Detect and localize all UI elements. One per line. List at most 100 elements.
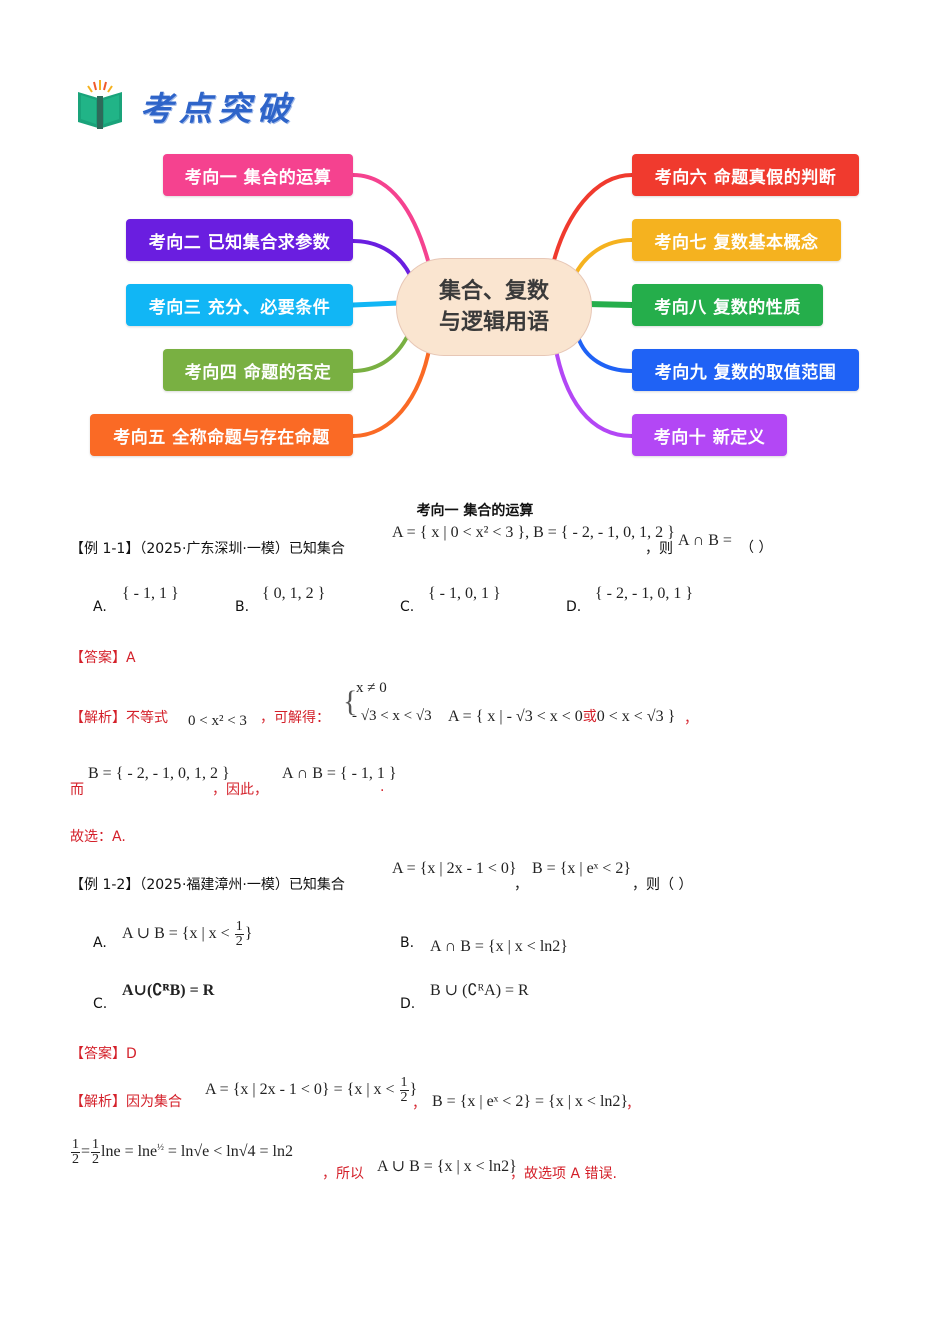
answer-value: A [126, 650, 136, 666]
option-d-value: B ∪ (∁ᴿA) = R [430, 982, 529, 999]
mindmap-node-5[interactable]: 考向五 全称命题与存在命题 [90, 414, 353, 456]
union-result: A ∪ B = {x | x < ln2} [377, 1158, 517, 1175]
mindmap-node-1[interactable]: 考向一 集合的运算 [163, 154, 353, 196]
while-text: 而 [70, 782, 84, 798]
ln-chain-rest: = ln√e < ln√4 = ln2 [163, 1143, 293, 1161]
set-a-result-post: 0 < x < √3 } [596, 708, 676, 725]
mindmap-node-label: 考向五 全称命题与存在命题 [113, 427, 330, 448]
mindmap-node-3[interactable]: 考向三 充分、必要条件 [126, 284, 353, 326]
denominator: 2 [235, 934, 243, 949]
analysis-text: 因为集合 [126, 1094, 182, 1110]
mindmap-connectors [350, 173, 635, 438]
answer-line: 【答案】D [70, 1043, 137, 1063]
analysis-text: 不等式 [126, 710, 168, 726]
mindmap-node-7[interactable]: 考向七 复数基本概念 [632, 219, 841, 261]
option-c-value: { - 1, 0, 1 } [428, 585, 501, 602]
example-tag: 【例 1-2】 [70, 877, 140, 893]
mindmap-node-9[interactable]: 考向九 复数的取值范围 [632, 349, 859, 391]
comma: ， [626, 1096, 640, 1112]
intersection-result: A ∩ B = { - 1, 1 } [282, 765, 397, 782]
option-a-letter[interactable]: A. [93, 599, 107, 615]
equals: = [81, 1143, 91, 1161]
set-a-expr: A = { x | 0 < x² < 3 } [392, 524, 526, 541]
system-line-1: x ≠ 0 [356, 680, 387, 696]
option-c-value: A∪(∁ᴿB) = R [122, 982, 215, 999]
mindmap-node-label: 考向六 命题真假的判断 [654, 167, 837, 188]
mindmap-node-4[interactable]: 考向四 命题的否定 [163, 349, 353, 391]
analysis-tag: 【解析】 [70, 1094, 126, 1110]
set-a-result: A = { x | - √3 < x < 0或0 < x < √3 } [448, 706, 675, 726]
period: . [380, 779, 385, 795]
or-text: 或 [582, 709, 597, 725]
set-a-result-pre: A = { x | - √3 < x < 0 [448, 708, 583, 725]
option-c-letter[interactable]: C. [93, 996, 108, 1012]
mindmap-node-2[interactable]: 考向二 已知集合求参数 [126, 219, 353, 261]
option-d-letter[interactable]: D. [400, 996, 416, 1012]
option-a-close: } [244, 925, 253, 943]
mindmap-center-node[interactable]: 集合、复数 与逻辑用语 [396, 258, 592, 356]
so-text: ，所以 [322, 1166, 364, 1182]
open-book-icon [76, 80, 124, 130]
example-1-1-question: 【例 1-1】（2025·广东深圳·一模）已知集合 [70, 538, 345, 558]
example-1-2-question: 【例 1-2】（2025·福建漳州·一模）已知集合 [70, 874, 345, 894]
example-source: （2025·福建漳州·一模）已知集合 [139, 877, 345, 893]
numerator: 1 [91, 1137, 101, 1153]
option-b-value: { 0, 1, 2 } [262, 585, 326, 602]
answer-value: D [126, 1046, 137, 1062]
mindmap-node-10[interactable]: 考向十 新定义 [632, 414, 787, 456]
answer-blank: （ ） [740, 540, 773, 556]
example-1-1-sets: A = { x | 0 < x² < 3 }, B = { - 2, - 1, … [392, 524, 675, 542]
option-b-letter[interactable]: B. [235, 599, 250, 615]
option-b-letter[interactable]: B. [400, 935, 415, 951]
answer-tag: 【答案】 [70, 650, 126, 666]
set-a-derivation-expr: A = {x | 2x - 1 < 0} = {x | x < [205, 1081, 395, 1099]
example-1-1-then: ，则 [645, 538, 673, 558]
numerator: 1 [234, 919, 244, 935]
mindmap-node-6[interactable]: 考向六 命题真假的判断 [632, 154, 859, 196]
set-b-expr: , B = { - 2, - 1, 0, 1, 2 } [525, 524, 675, 541]
option-a-letter[interactable]: A. [93, 935, 107, 951]
mindmap-node-label: 考向九 复数的取值范围 [654, 362, 837, 383]
mindmap-node-label: 考向八 复数的性质 [654, 297, 801, 318]
comma: ， [412, 1096, 426, 1112]
example-1-1-target: A ∩ B = [678, 532, 732, 550]
option-a-value: { - 1, 1 } [122, 585, 179, 602]
ln-chain-part: lne = lne [101, 1143, 158, 1161]
mindmap-node-label: 考向四 命题的否定 [184, 362, 332, 383]
mindmap-node-8[interactable]: 考向八 复数的性质 [632, 284, 823, 326]
option-d-value: { - 2, - 1, 0, 1 } [595, 585, 694, 602]
system-line-2: - √3 < x < √3 [352, 708, 432, 724]
set-a-expr: A = {x | 2x - 1 < 0} [392, 860, 517, 877]
numerator: 1 [399, 1075, 409, 1091]
answer-tag: 【答案】 [70, 1046, 126, 1062]
solve-text: ，可解得： [260, 710, 330, 726]
analysis-comma: ， [684, 711, 698, 727]
option-d-letter[interactable]: D. [566, 599, 582, 615]
set-b-again: B = { - 2, - 1, 0, 1, 2 } [88, 765, 230, 782]
therefore-text: ，因此， [212, 782, 268, 798]
mindmap-node-label: 考向一 集合的运算 [184, 167, 332, 188]
example-source: （2025·广东深圳·一模）已知集合 [139, 541, 345, 557]
close-brace: } [409, 1081, 418, 1099]
numerator: 1 [71, 1137, 80, 1153]
section-banner-title: 考点突破 [140, 89, 296, 128]
mindmap-node-label: 考向七 复数基本概念 [654, 232, 819, 253]
question-expr: A ∩ B = [678, 532, 732, 549]
option-a-expr: A ∪ B = {x | x < [122, 925, 230, 943]
mindmap-node-label: 考向二 已知集合求参数 [148, 232, 331, 253]
set-b-expr: B = {x | eˣ < 2} [532, 860, 632, 877]
section-title: 考向一 集合的运算 [416, 503, 534, 519]
denominator: 2 [72, 1152, 79, 1167]
option-c-letter[interactable]: C. [400, 599, 415, 615]
choose-line: 故选：A. [70, 829, 126, 845]
analysis-line-1: 【解析】因为集合 [70, 1091, 182, 1111]
set-b-derivation: B = {x | eˣ < 2} = {x | x < ln2} [432, 1093, 629, 1110]
example-tag: 【例 1-1】 [70, 541, 140, 557]
analysis-line-1: 【解析】不等式 [70, 707, 168, 727]
